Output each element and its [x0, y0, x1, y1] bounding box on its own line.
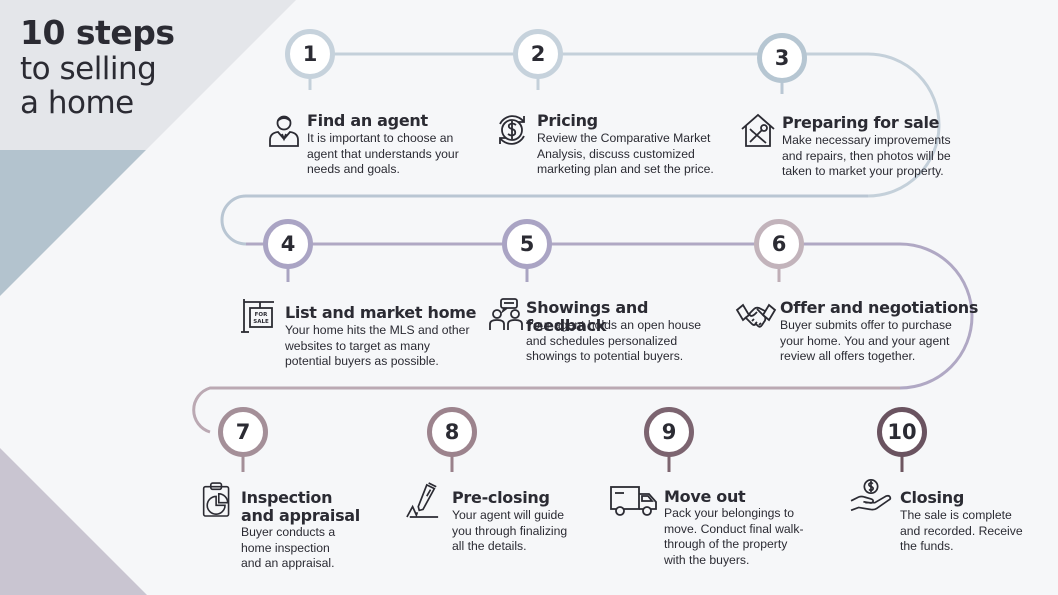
- svg-text:FOR: FOR: [255, 312, 268, 318]
- title-line-2: to selling: [20, 51, 157, 87]
- step-5: Showings and feedback Your agent holds a…: [488, 297, 728, 367]
- step-8-text: Your agent will guide you through finali…: [452, 508, 568, 553]
- step-number-3: 3: [757, 33, 807, 83]
- step-1: Find an agent It is important to choose …: [266, 110, 486, 180]
- step-number-2: 2: [513, 29, 563, 79]
- step-number-8: 8: [427, 407, 477, 457]
- step-8-heading: Pre-closing: [452, 488, 550, 507]
- step-1-text: It is important to choose an agent that …: [307, 131, 459, 176]
- step-1-heading: Find an agent: [307, 111, 428, 130]
- step-number-7: 7: [218, 407, 268, 457]
- step-9: Move out Pack your belongings to move. C…: [610, 480, 830, 580]
- step-2-text: Review the Comparative Market Analysis, …: [537, 131, 714, 176]
- step-number-1: 1: [285, 29, 335, 79]
- title-line-1: 10 steps: [20, 13, 175, 52]
- step-6-text: Buyer submits offer to purchase your hom…: [780, 318, 952, 363]
- step-number-5: 5: [502, 219, 552, 269]
- step-5-heading: Showings and feedback: [526, 298, 649, 335]
- step-number-9: 9: [644, 407, 694, 457]
- pen-signing-icon: [406, 482, 439, 518]
- title-line-3: a home: [20, 85, 134, 121]
- step-5-text: Your agent holds an open house and sched…: [526, 318, 702, 363]
- step-7: Inspection and appraisal Buyer conducts …: [201, 480, 401, 580]
- step-3: Preparing for sale Make necessary improv…: [740, 112, 980, 182]
- step-10: Closing The sale is complete and recorde…: [850, 478, 1050, 568]
- house-tools-icon: [741, 113, 775, 147]
- step-number-10: 10: [877, 407, 927, 457]
- handshake-icon: [735, 303, 777, 328]
- step-10-text: The sale is complete and recorded. Recei…: [900, 508, 1023, 553]
- for-sale-sign-icon: FOR SALE: [241, 299, 274, 333]
- dollar-icon: [499, 115, 525, 145]
- step-8: Pre-closing Your agent will guide you th…: [406, 480, 606, 570]
- step-2-heading: Pricing: [537, 111, 598, 130]
- step-4-text: Your home hits the MLS and other website…: [285, 323, 470, 368]
- svg-text:SALE: SALE: [253, 319, 269, 325]
- clipboard-chart-icon: [202, 482, 230, 517]
- step-number-4: 4: [263, 219, 313, 269]
- page-title: 10 steps to selling a home: [20, 13, 250, 121]
- step-3-heading: Preparing for sale: [782, 113, 940, 132]
- hand-coin-icon: [850, 479, 892, 512]
- truck-icon: [610, 486, 657, 516]
- step-6-heading: Offer and negotiations: [780, 298, 979, 317]
- step-9-heading: Move out: [664, 487, 746, 506]
- step-10-heading: Closing: [900, 488, 964, 507]
- step-number-6: 6: [754, 219, 804, 269]
- step-4-heading: List and market home: [285, 303, 477, 322]
- step-2: Pricing Review the Comparative Market An…: [494, 110, 734, 180]
- step-7-heading: Inspection and appraisal: [241, 488, 360, 525]
- step-3-text: Make necessary improvements and repairs,…: [782, 133, 951, 178]
- step-7-text: Buyer conducts a home inspection and an …: [241, 525, 336, 570]
- people-chat-icon: [489, 298, 523, 330]
- step-9-text: Pack your belongings to move. Conduct fi…: [664, 506, 804, 567]
- step-6: Offer and negotiations Buyer submits off…: [735, 297, 978, 367]
- agent-icon: [269, 115, 299, 147]
- step-4: FOR SALE List and market home Your home …: [240, 297, 480, 368]
